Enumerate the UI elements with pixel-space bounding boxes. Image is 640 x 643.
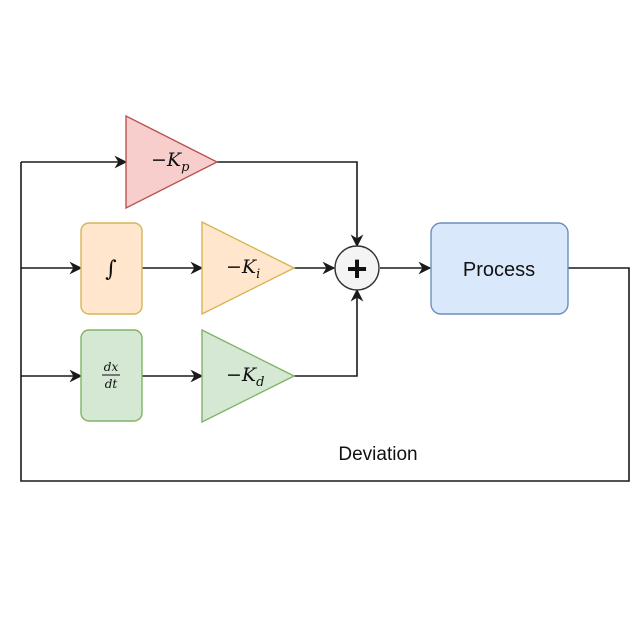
- sum-junction: +: [334, 245, 380, 291]
- process-label: Process: [463, 259, 535, 281]
- deviation-label: Deviation: [338, 444, 417, 465]
- integral-block: ∫: [80, 222, 143, 315]
- plus-symbol: +: [346, 248, 367, 289]
- derivative-numerator: dx: [104, 360, 119, 374]
- ki-gain-block: −Ki: [201, 220, 296, 316]
- process-block: Process: [430, 222, 569, 315]
- connectors: [20, 155, 630, 482]
- derivative-block: dx dt: [80, 329, 143, 422]
- derivative-denominator: dt: [105, 377, 118, 391]
- kp-label: −Kp: [151, 149, 190, 175]
- arrow-kp-to-sum: [217, 161, 364, 248]
- integral-symbol: ∫: [105, 257, 117, 282]
- kd-label: −Kd: [226, 364, 264, 390]
- feedback-line: [20, 162, 630, 482]
- kp-gain-block: −Kp: [125, 114, 219, 210]
- kd-gain-block: −Kd: [201, 328, 296, 424]
- arrow-kd-to-sum: [294, 288, 364, 377]
- ki-label: −Ki: [226, 256, 260, 282]
